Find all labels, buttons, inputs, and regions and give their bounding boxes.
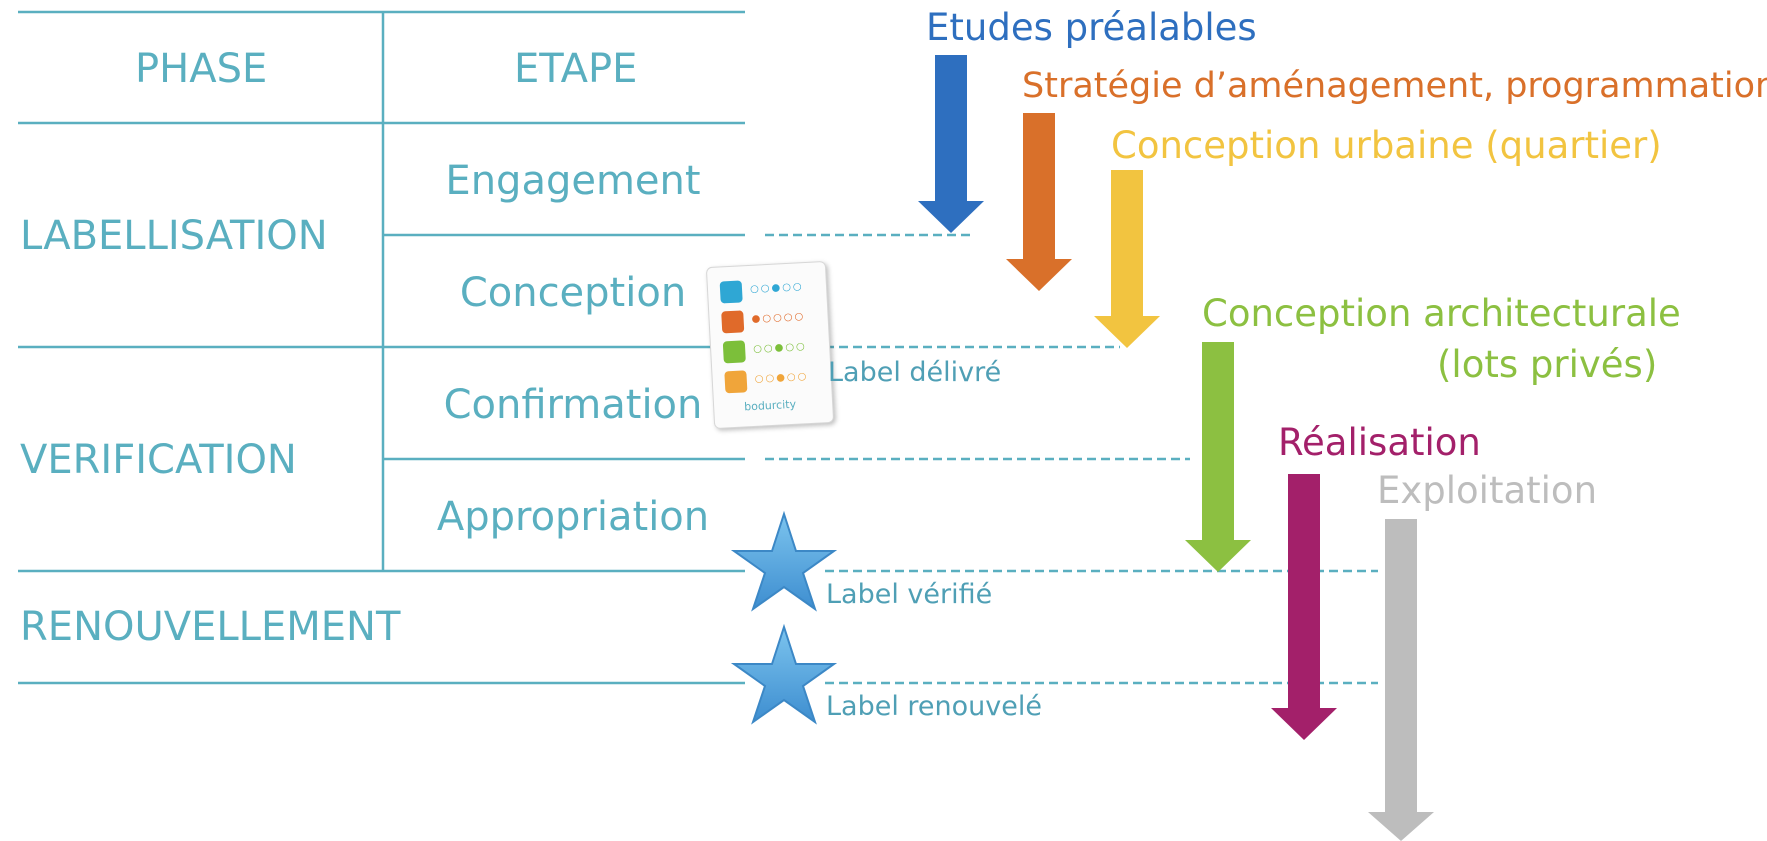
milestone-label-delivered: Label délivré bbox=[828, 357, 1002, 388]
step-appropriation: Appropriation bbox=[436, 494, 710, 540]
stage-title-conception-architecturale-line2: (lots privés) bbox=[1437, 343, 1658, 386]
step-confirmation: Confirmation bbox=[443, 382, 703, 428]
phase-renouvellement: RENOUVELLEMENT bbox=[20, 604, 401, 650]
phase-labellisation: LABELLISATION bbox=[20, 213, 328, 259]
milestone-lines bbox=[765, 233, 1378, 685]
label-card-image: ○○●○○ ●○○○○ ○○●○○ ○○●○○ bodurcity bbox=[705, 260, 835, 430]
header-phase: PHASE bbox=[135, 46, 268, 92]
stage-title-conception-architecturale: Conception architecturale bbox=[1202, 292, 1681, 335]
arrow-exploitation bbox=[1368, 519, 1434, 841]
arrow-realisation bbox=[1271, 474, 1337, 740]
star-verified-icon bbox=[730, 510, 838, 612]
arrow-etudes bbox=[918, 55, 984, 233]
stage-title-etudes: Etudes préalables bbox=[926, 6, 1257, 49]
stage-title-conception-urbaine: Conception urbaine (quartier) bbox=[1111, 124, 1662, 167]
phase-verification: VERIFICATION bbox=[20, 437, 297, 483]
table-grid bbox=[18, 10, 745, 685]
milestone-label-verified: Label vérifié bbox=[826, 579, 993, 610]
star-renewed-icon bbox=[730, 623, 838, 725]
stage-title-exploitation: Exploitation bbox=[1377, 469, 1598, 512]
arrow-conception-urbaine bbox=[1094, 170, 1160, 348]
stage-title-realisation: Réalisation bbox=[1278, 421, 1481, 464]
milestone-label-renewed: Label renouvelé bbox=[826, 691, 1042, 722]
step-engagement: Engagement bbox=[445, 158, 701, 204]
header-etape: ETAPE bbox=[514, 46, 638, 92]
arrow-strategie bbox=[1006, 113, 1072, 291]
stage-title-strategie: Stratégie d’aménagement, programmation bbox=[1022, 66, 1767, 106]
arrow-conception-architecturale bbox=[1185, 342, 1251, 572]
step-conception: Conception bbox=[459, 270, 687, 316]
card-brand: bodurcity bbox=[743, 397, 797, 414]
